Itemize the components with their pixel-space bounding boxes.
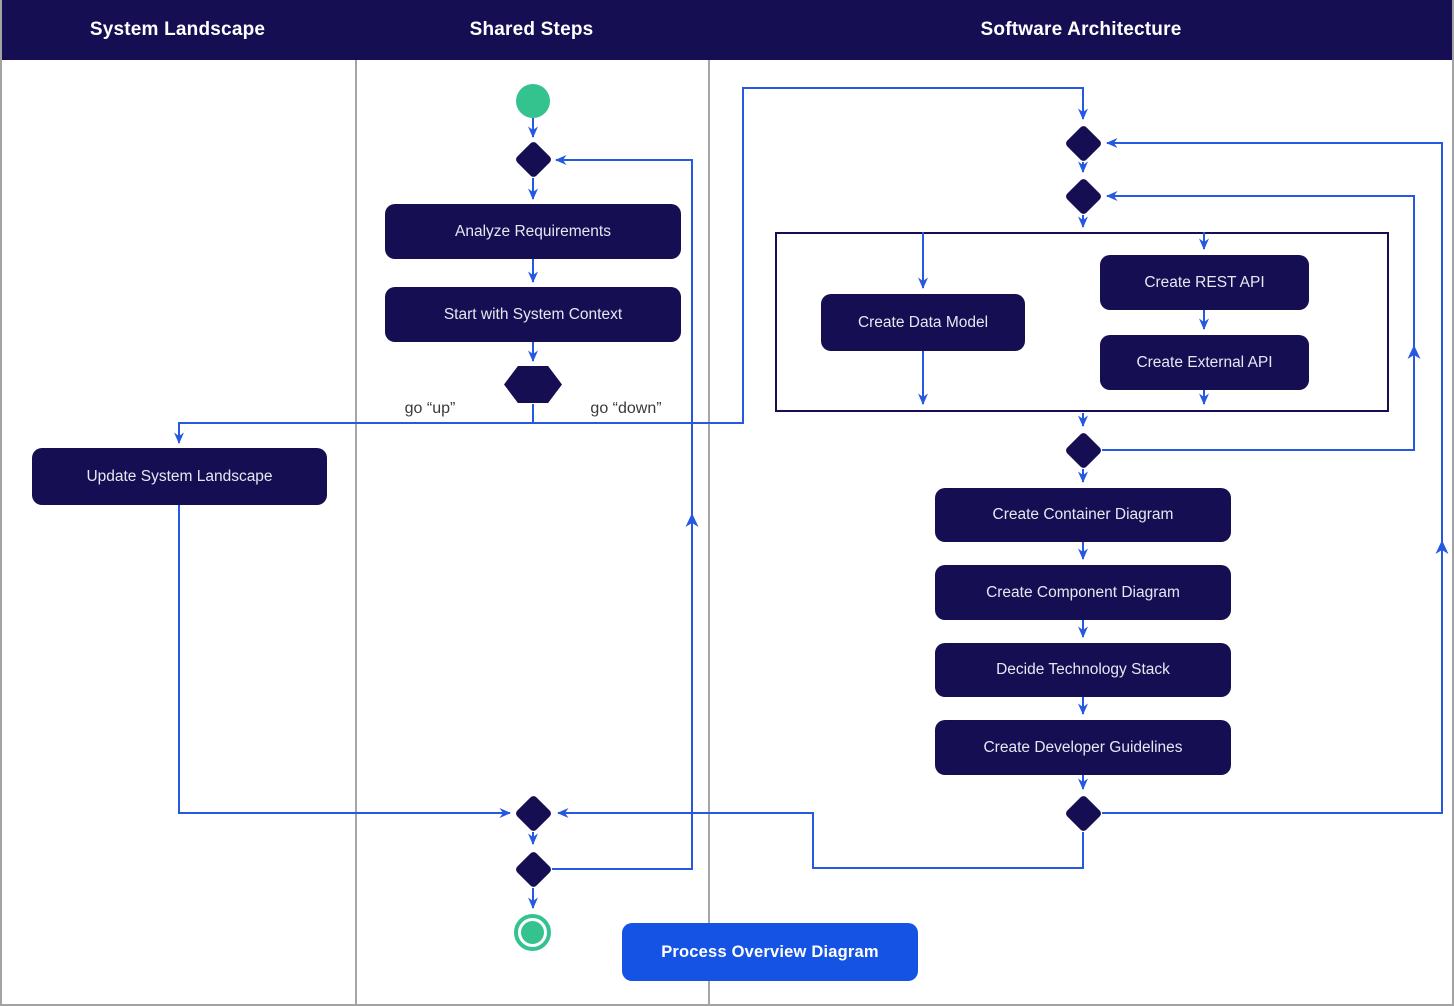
edge-update-to-merge	[178, 505, 511, 818]
action-decide-technology-stack: Decide Technology Stack	[935, 643, 1231, 697]
edge-sa-decision4-to-merge	[557, 808, 1084, 869]
edge-label-go-down: go “down”	[590, 400, 662, 417]
edge-label-go-up: go “up”	[404, 400, 456, 417]
parallel-fork-frame	[775, 232, 1389, 412]
edge-sa-loop-inner	[1102, 191, 1415, 451]
mid-arrow-up-shared-loop	[685, 513, 699, 527]
mid-arrow-up-outer-loop	[1435, 540, 1449, 554]
action-update-system-landscape: Update System Landscape	[32, 448, 327, 505]
action-analyze-requirements: Analyze Requirements	[385, 204, 681, 259]
end-node	[514, 914, 551, 951]
lane-divider-2	[708, 60, 710, 1004]
lane-divider-1	[355, 60, 357, 1004]
action-create-component-diagram: Create Component Diagram	[935, 565, 1231, 620]
mid-arrow-up-inner-loop	[1407, 345, 1421, 359]
process-overview-diagram-button[interactable]: Process Overview Diagram	[622, 923, 918, 981]
action-create-data-model: Create Data Model	[821, 294, 1025, 351]
action-create-container-diagram: Create Container Diagram	[935, 488, 1231, 542]
action-create-developer-guidelines: Create Developer Guidelines	[935, 720, 1231, 775]
start-node	[516, 84, 550, 118]
lane-title-software-architecture: Software Architecture	[980, 19, 1182, 40]
edge-choice-go-up	[174, 404, 534, 444]
end-node-core	[521, 921, 544, 944]
action-start-with-system-context: Start with System Context	[385, 287, 681, 342]
lane-title-system-landscape: System Landscape	[89, 19, 266, 40]
edge-choice-go-down	[533, 87, 1088, 424]
choice-node-hexagon	[504, 366, 562, 403]
action-create-rest-api: Create REST API	[1100, 255, 1309, 310]
edge-merge2-loop-to-decision	[552, 155, 693, 870]
action-create-external-api: Create External API	[1100, 335, 1309, 390]
swimlane-header-bar: System Landscape Shared Steps Software A…	[2, 0, 1452, 60]
edge-sa-loop-outer	[1102, 138, 1443, 814]
lane-title-shared-steps: Shared Steps	[469, 19, 594, 40]
